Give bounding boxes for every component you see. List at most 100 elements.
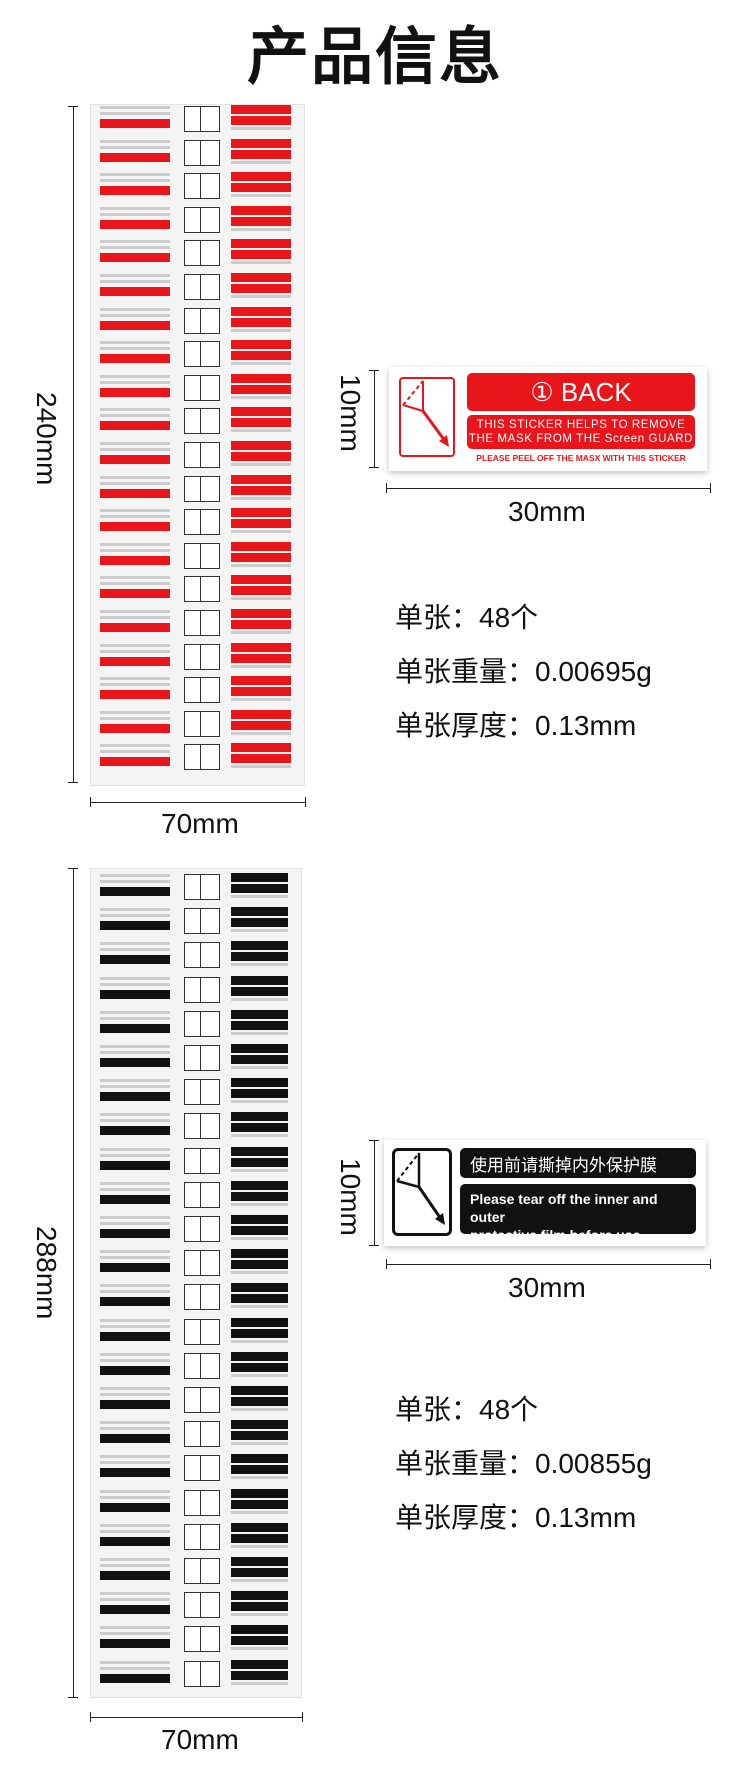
mini-sticker-bar <box>231 597 291 601</box>
mini-sticker-bar <box>100 1495 170 1499</box>
mini-sticker-left <box>100 440 170 470</box>
sheet-sticker-row <box>96 975 296 1005</box>
mini-sticker-bar <box>231 530 291 534</box>
mini-sticker-bar <box>231 1226 288 1235</box>
black-sticker-sheet <box>90 868 302 1698</box>
mini-sticker-bar <box>100 1489 170 1493</box>
mini-sticker-bar <box>231 1044 288 1053</box>
spec-count: 单张：48个 <box>395 602 539 633</box>
mini-sticker-bar <box>100 989 170 999</box>
mini-sticker-bar <box>100 750 170 754</box>
mini-sticker-left <box>100 1624 170 1654</box>
mini-sticker-left <box>100 1317 170 1347</box>
mini-sticker-bar <box>231 216 291 226</box>
mini-sticker-right <box>231 1146 288 1176</box>
mini-sticker-bar <box>231 907 288 917</box>
mini-peel-icon <box>200 106 220 132</box>
sticker-body-line1: THIS STICKER HELPS TO REMOVE <box>476 419 686 431</box>
mini-sticker-bar <box>100 1023 170 1033</box>
mini-sticker-bar <box>100 206 170 210</box>
mini-sticker-right <box>231 642 291 672</box>
mini-sticker-right <box>231 474 291 504</box>
mini-sticker-bar <box>100 1290 170 1294</box>
sheet-sticker-row <box>96 574 299 604</box>
mini-sticker-left <box>100 507 170 537</box>
mini-sticker-bar <box>231 395 291 399</box>
mini-sticker-right <box>231 238 291 268</box>
sheet-sticker-row <box>96 940 296 970</box>
sheet-sticker-row <box>96 1214 296 1244</box>
sticker-body-line2: THE MASK FROM THE Screen GUARD <box>468 433 694 445</box>
dim-tick <box>68 1697 78 1698</box>
sticker-body: Please tear off the inner and outer prot… <box>460 1184 696 1243</box>
mini-sticker-bar <box>100 219 170 229</box>
mini-sticker-bar <box>231 261 291 265</box>
mini-sticker-bar <box>100 1153 170 1157</box>
dim-tick <box>710 483 711 493</box>
mini-sticker-bar <box>100 515 170 519</box>
mini-sticker-bar <box>231 362 291 366</box>
mini-peel-icon <box>200 1352 220 1379</box>
mini-sticker-bar <box>100 1421 170 1425</box>
mini-sticker-bar <box>100 1626 170 1630</box>
mini-sticker-bar <box>100 287 170 296</box>
mini-sticker-bar <box>231 340 291 350</box>
mini-sticker-bar <box>100 1045 170 1048</box>
sheet-sticker-row <box>96 440 299 470</box>
mini-sticker-bar <box>100 1393 170 1396</box>
spec-count: 单张：48个 <box>395 1394 539 1425</box>
mini-sticker-bar <box>100 744 170 748</box>
mini-sticker-right <box>231 440 291 470</box>
mini-sticker-bar <box>231 429 291 433</box>
mini-sticker-bar <box>231 1431 288 1441</box>
mini-sticker-bar <box>231 1317 288 1327</box>
mini-sticker-left <box>100 940 170 970</box>
mini-sticker-bar <box>231 586 291 596</box>
mini-sticker-left <box>100 104 170 134</box>
mini-sticker-left <box>100 1351 170 1381</box>
mini-sticker-bar <box>231 1146 288 1156</box>
mini-sticker-right <box>231 138 291 168</box>
mini-sticker-right <box>231 940 288 970</box>
mini-sticker-left <box>100 675 170 705</box>
mini-sticker-bar <box>231 997 288 1001</box>
peel-corner-icon <box>399 377 455 457</box>
mini-sticker-right <box>231 1180 288 1210</box>
dim-tick <box>302 1712 303 1722</box>
mini-sticker-right <box>231 1282 288 1312</box>
sheet-sticker-row <box>96 1624 296 1654</box>
sheet-sticker-row <box>96 238 299 268</box>
mini-sticker-bar <box>231 441 291 450</box>
mini-sticker-bar <box>231 227 291 231</box>
dim-tick <box>369 370 379 371</box>
mini-sticker-bar <box>100 1092 170 1102</box>
mini-sticker-bar <box>100 1297 170 1307</box>
mini-sticker-bar <box>100 448 170 451</box>
mini-sticker-right <box>231 1488 288 1518</box>
mini-sticker-bar <box>231 895 288 898</box>
mini-sticker-left <box>100 306 170 336</box>
mini-sticker-bar <box>231 1579 288 1582</box>
mini-sticker-bar <box>100 1427 170 1431</box>
mini-sticker-bar <box>100 307 170 311</box>
mini-sticker-bar <box>100 683 170 687</box>
mini-sticker-bar <box>100 1558 170 1561</box>
sticker-width-dimension-line <box>386 488 710 489</box>
mini-sticker-bar <box>231 1191 288 1201</box>
sticker-body: THIS STICKER HELPS TO REMOVE THE MASK FR… <box>467 415 695 449</box>
mini-sticker-right <box>231 1659 288 1689</box>
sheet-sticker-row <box>96 272 299 302</box>
mini-sticker-bar <box>231 1134 288 1138</box>
mini-sticker-bar <box>231 1180 288 1190</box>
mini-sticker-left <box>100 906 170 936</box>
sheet-sticker-row <box>96 906 296 936</box>
mini-sticker-bar <box>100 610 170 613</box>
sheet-width-label: 70mm <box>161 1724 239 1755</box>
mini-peel-icon <box>200 1250 220 1277</box>
mini-sticker-bar <box>231 1442 288 1446</box>
sheet-sticker-row <box>96 1146 296 1176</box>
red-sticker-sheet <box>90 104 305 786</box>
mini-sticker-bar <box>100 387 170 397</box>
mini-sticker-left <box>100 642 170 672</box>
mini-peel-icon <box>200 744 220 771</box>
